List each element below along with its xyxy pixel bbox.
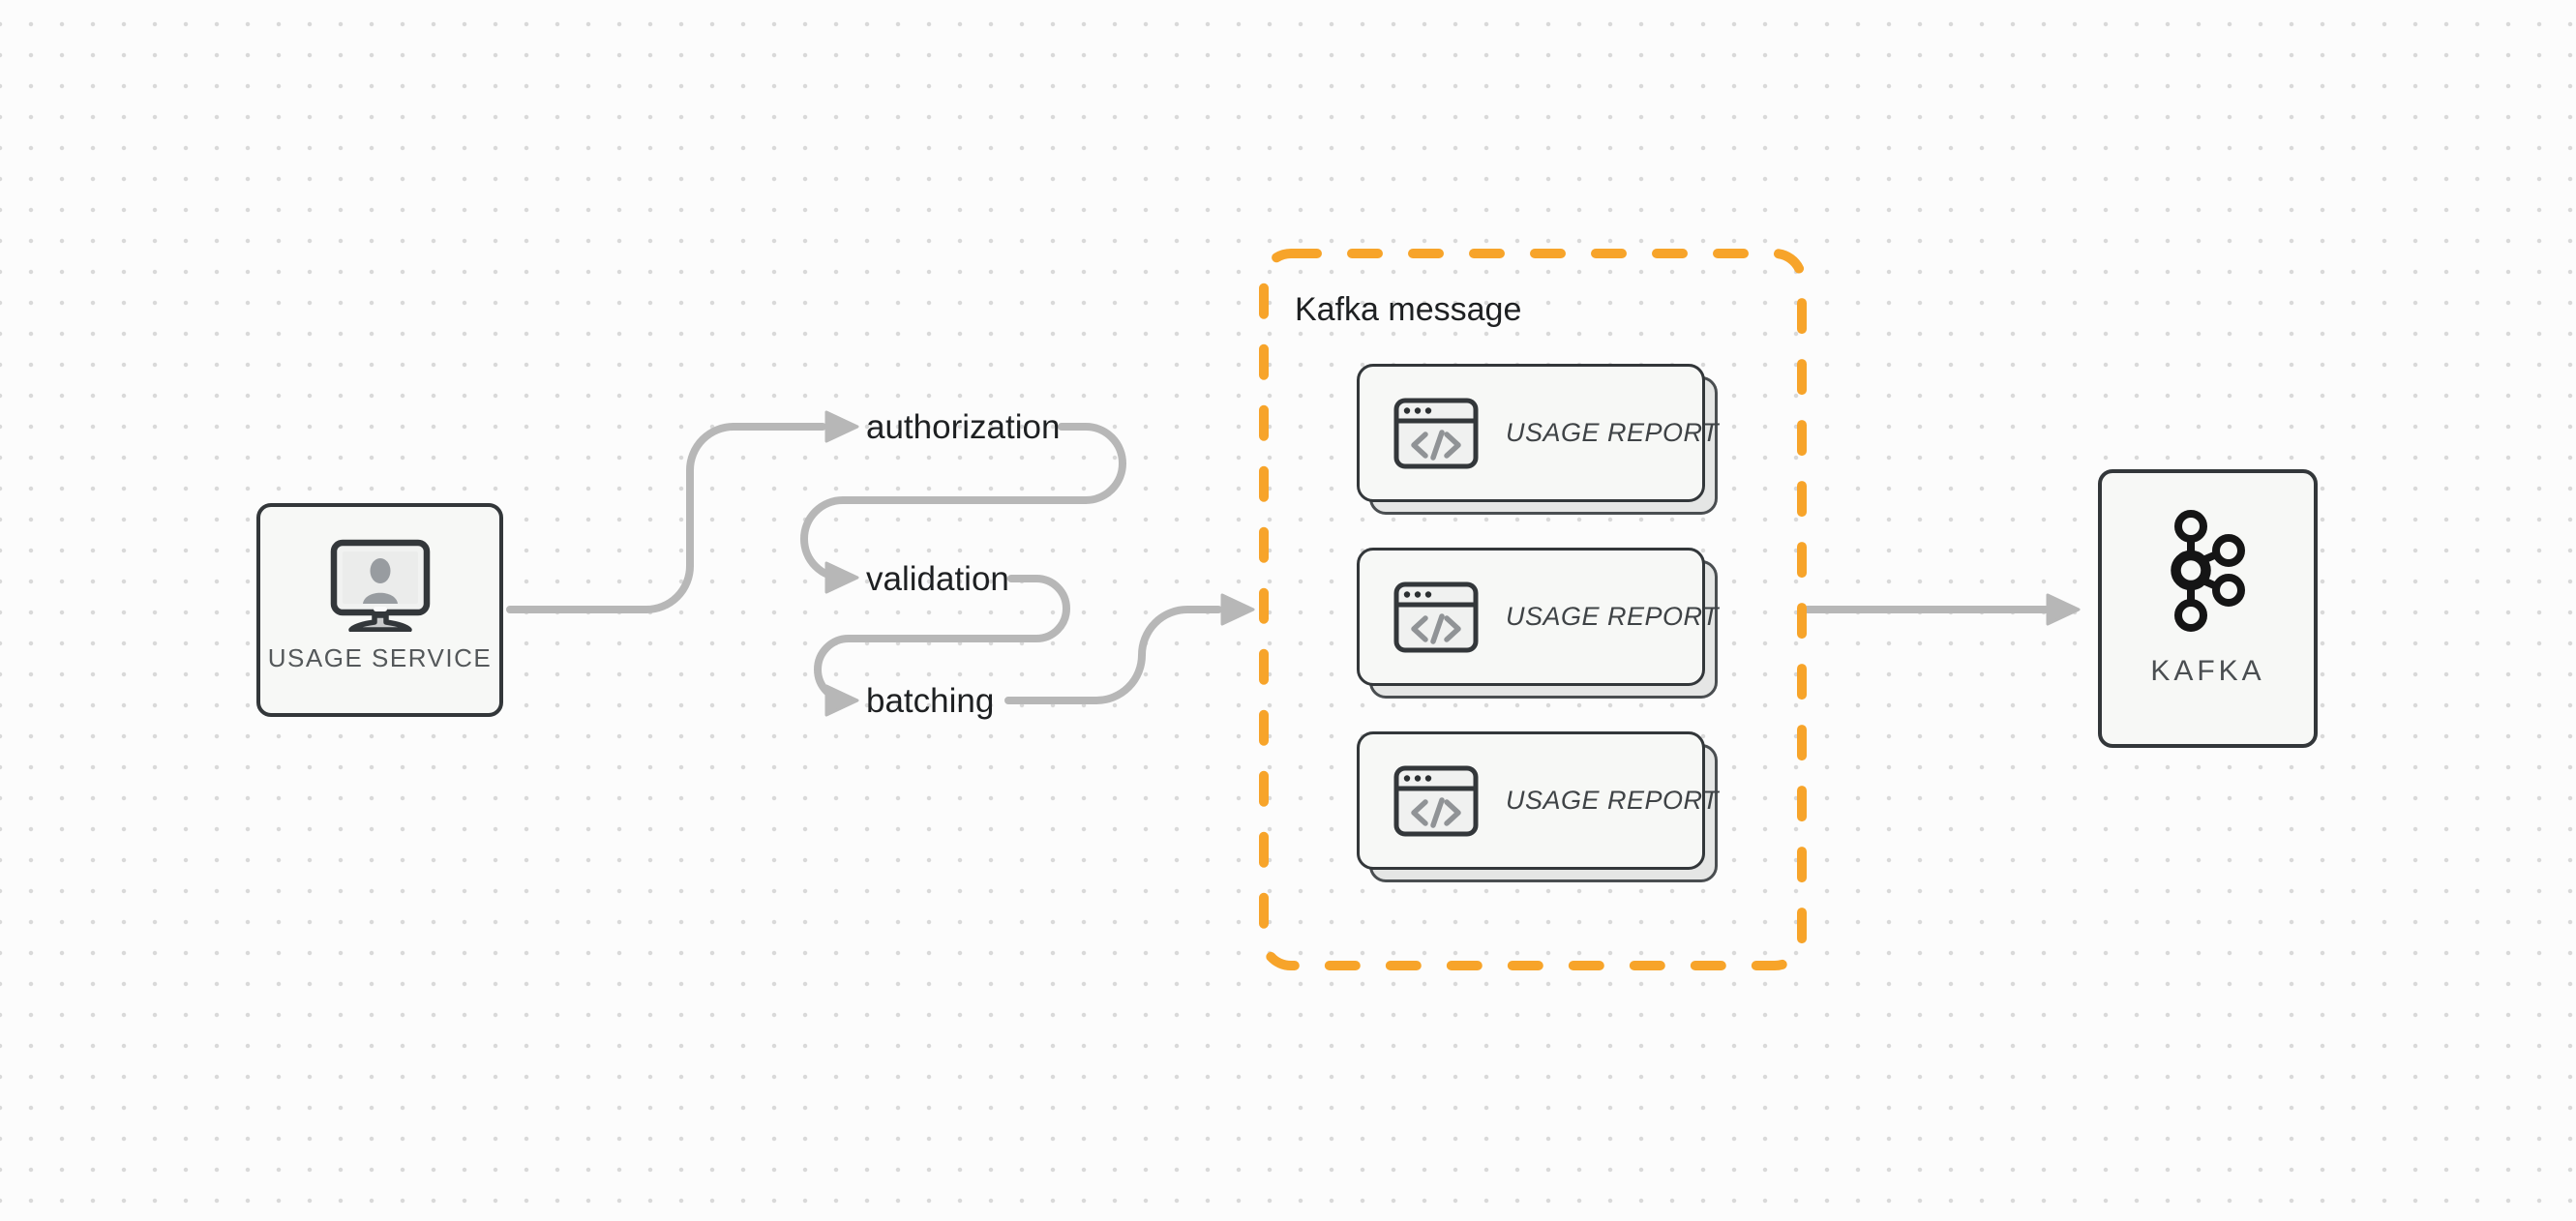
card-face: USAGE REPORT <box>1357 364 1719 502</box>
monitor-user-icon <box>330 539 430 632</box>
usage-report-label: USAGE REPORT <box>1506 418 1720 447</box>
code-window-icon <box>1393 765 1479 836</box>
kafka-logo-icon <box>2170 510 2245 632</box>
connector-batching-to-group <box>1004 606 1222 704</box>
connector-validation-to-batching <box>814 575 1070 704</box>
code-window-icon <box>1393 581 1479 652</box>
arrowhead-authorization <box>824 410 859 443</box>
arrowhead-batching <box>824 684 859 717</box>
connector-usage-to-authorization <box>506 423 826 613</box>
usage-report-label: USAGE REPORT <box>1506 786 1720 815</box>
usage-service-node: USAGE SERVICE <box>256 503 503 717</box>
connector-authorization-to-validation <box>800 423 1126 581</box>
usage-report-card: USAGE REPORT <box>1357 548 1719 699</box>
card-face: USAGE REPORT <box>1357 731 1719 870</box>
usage-report-label: USAGE REPORT <box>1506 602 1720 631</box>
kafka-message-group-border <box>1259 249 1807 970</box>
usage-report-card: USAGE REPORT <box>1357 364 1719 515</box>
arrowhead-group <box>1220 593 1255 626</box>
step-label-authorization: authorization <box>866 408 1061 446</box>
step-label-validation: validation <box>866 560 1009 598</box>
card-face: USAGE REPORT <box>1357 548 1719 686</box>
arrowhead-kafka <box>2046 593 2081 626</box>
kafka-node: KAFKA <box>2098 469 2318 748</box>
code-window-icon <box>1393 398 1479 468</box>
kafka-label: KAFKA <box>2150 655 2265 687</box>
arrowhead-validation <box>824 561 859 594</box>
usage-service-label: USAGE SERVICE <box>267 643 493 672</box>
kafka-message-group-label: Kafka message <box>1295 291 1522 328</box>
usage-report-card: USAGE REPORT <box>1357 731 1719 882</box>
step-label-batching: batching <box>866 682 995 720</box>
